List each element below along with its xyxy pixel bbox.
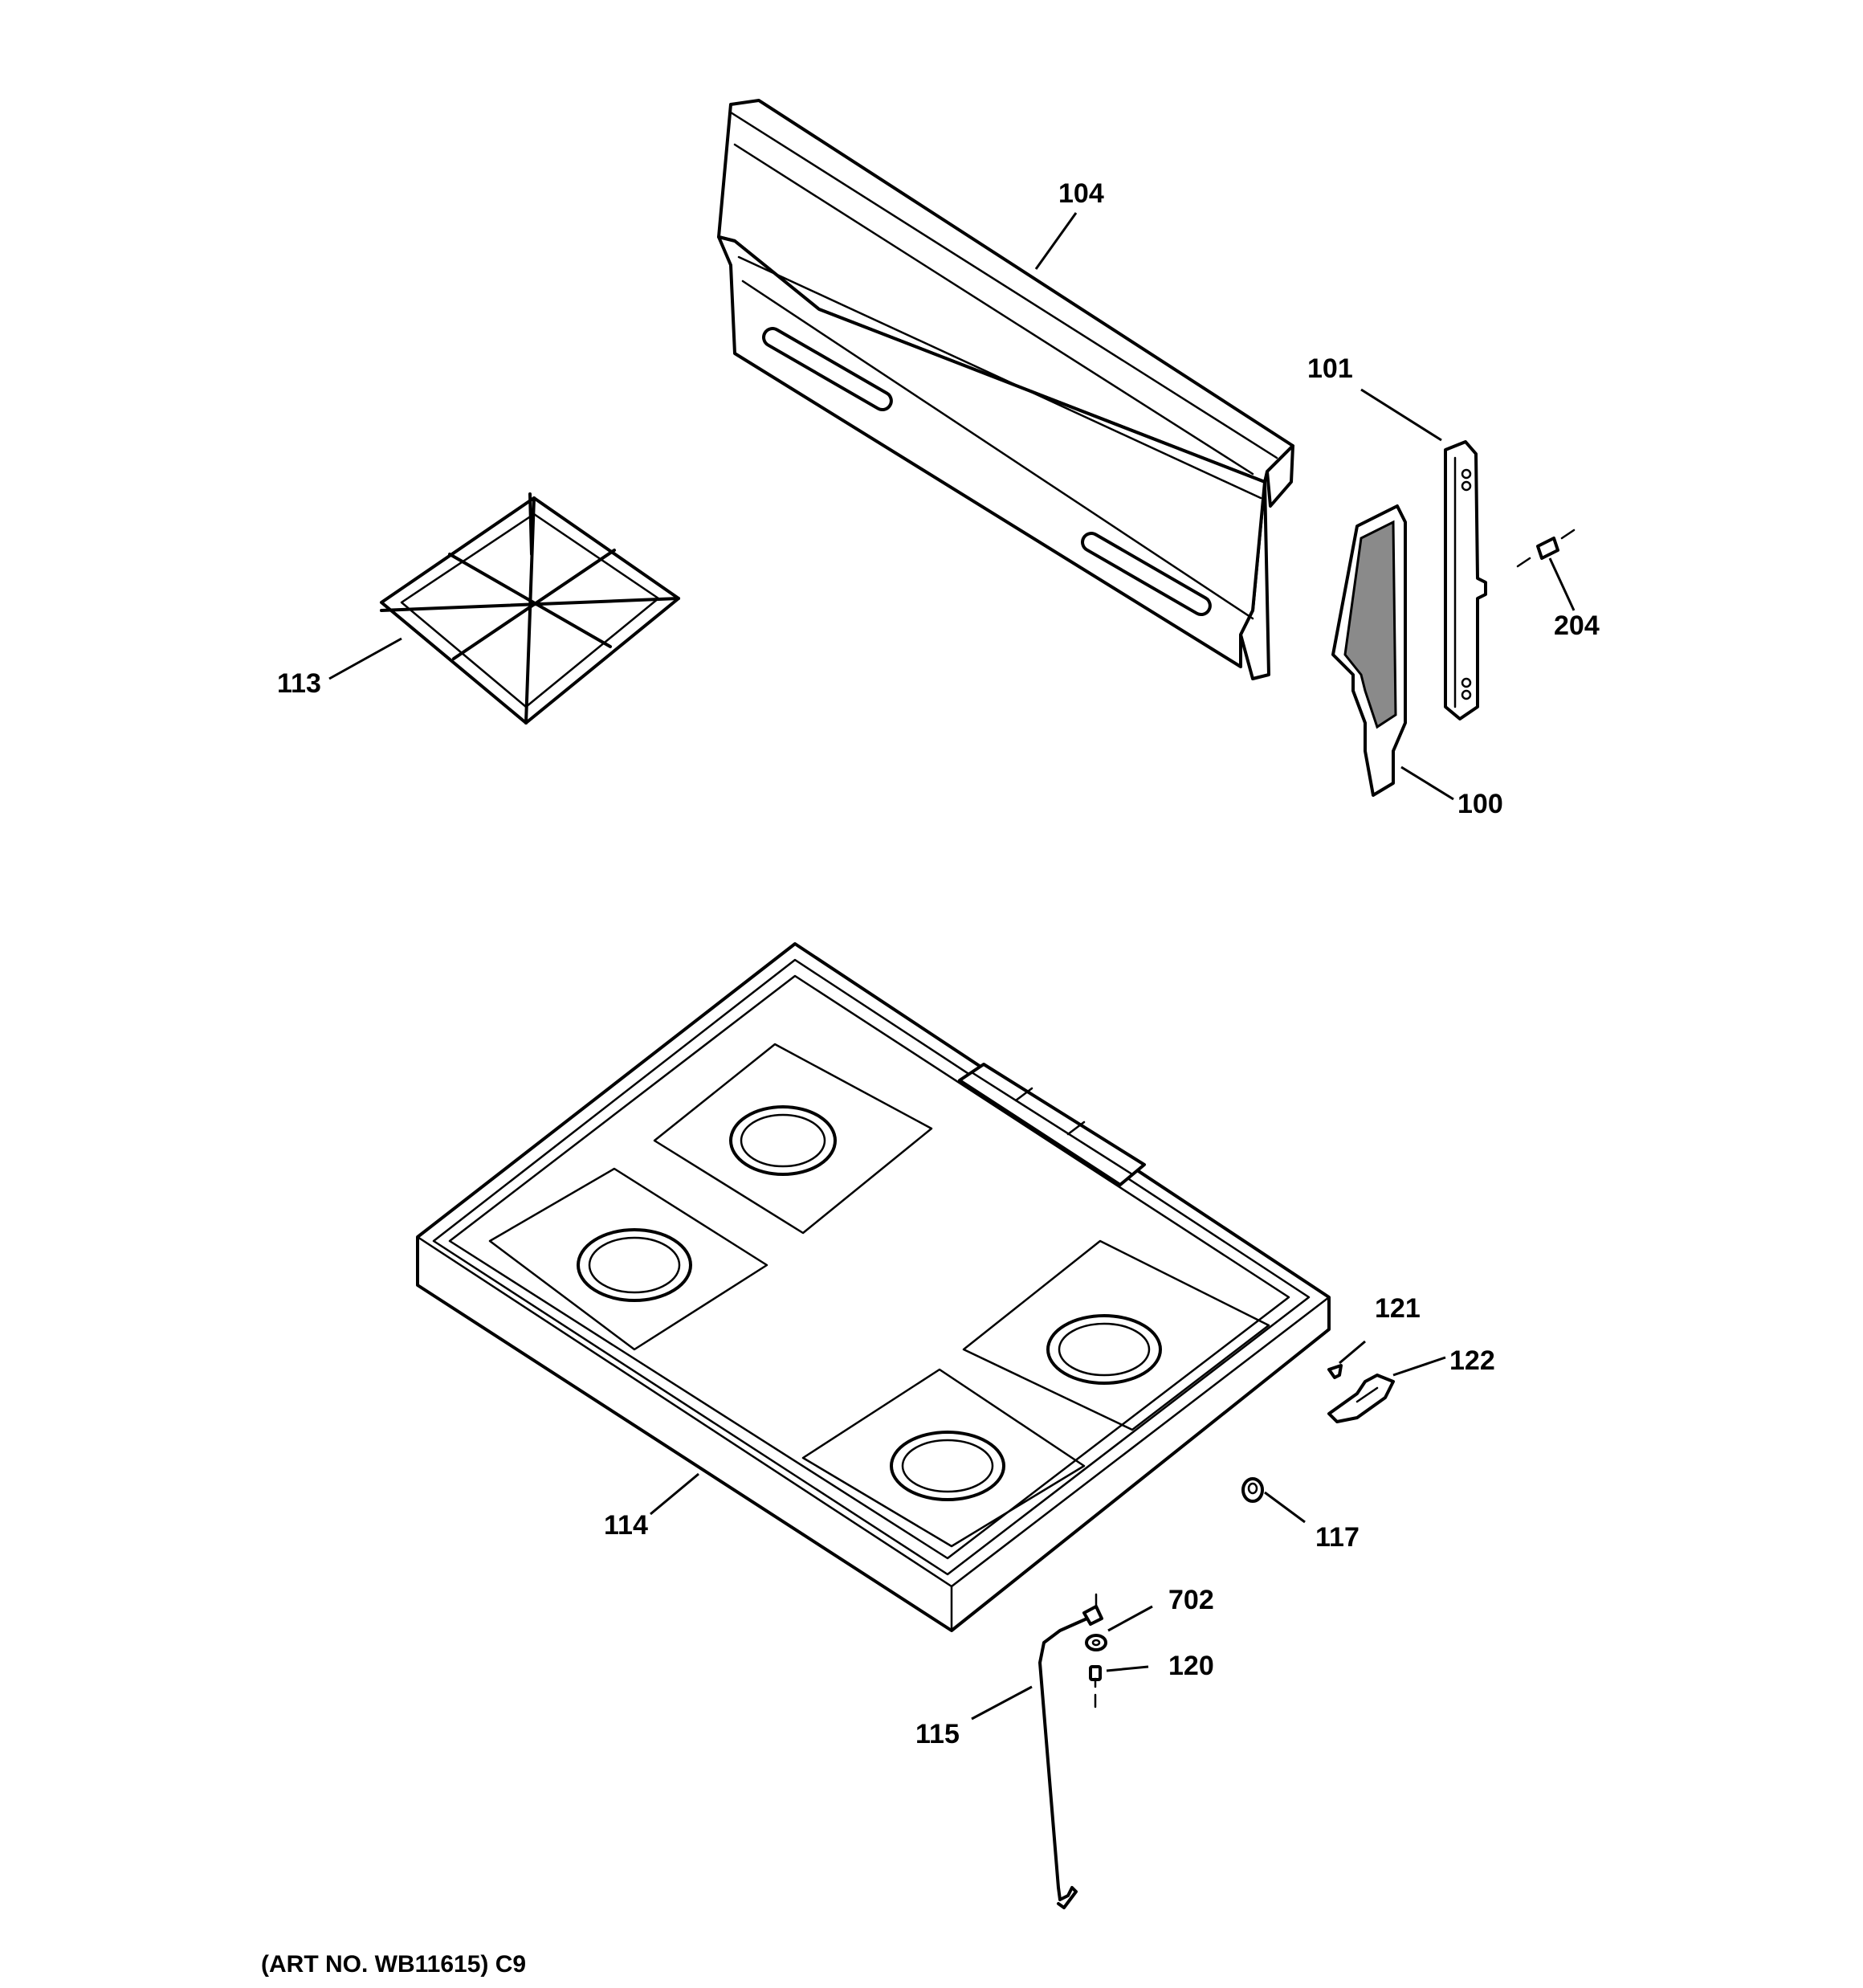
callout-121: 121 — [1375, 1293, 1421, 1324]
nut-part-117 — [1241, 1477, 1264, 1503]
side-bracket-part-101 — [1444, 440, 1487, 720]
backsplash-part-104 — [717, 99, 1294, 680]
callout-104: 104 — [1058, 178, 1104, 209]
grate-part-113 — [380, 492, 680, 725]
screw-part-204 — [1516, 529, 1576, 568]
cooktop-part-114 — [416, 942, 1331, 1632]
leader-lines — [328, 212, 1576, 1721]
callout-117: 117 — [1315, 1522, 1360, 1553]
rod-part-115 — [1038, 1593, 1103, 1909]
callout-702: 702 — [1168, 1585, 1214, 1615]
side-trim-part-100 — [1331, 504, 1407, 797]
callout-122: 122 — [1449, 1345, 1495, 1376]
screw-part-121 — [1327, 1364, 1343, 1379]
callout-115: 115 — [915, 1719, 960, 1749]
callout-100: 100 — [1457, 789, 1503, 819]
bracket-part-122 — [1327, 1374, 1395, 1423]
callout-114: 114 — [604, 1510, 648, 1541]
callout-113: 113 — [277, 668, 321, 699]
bolt-part-120 — [1089, 1665, 1102, 1708]
callout-204: 204 — [1554, 610, 1600, 641]
callout-120: 120 — [1168, 1651, 1214, 1681]
washer-part-702 — [1085, 1634, 1107, 1651]
callout-101: 101 — [1307, 353, 1353, 384]
art-number: (ART NO. WB11615) C9 — [261, 1951, 526, 1978]
